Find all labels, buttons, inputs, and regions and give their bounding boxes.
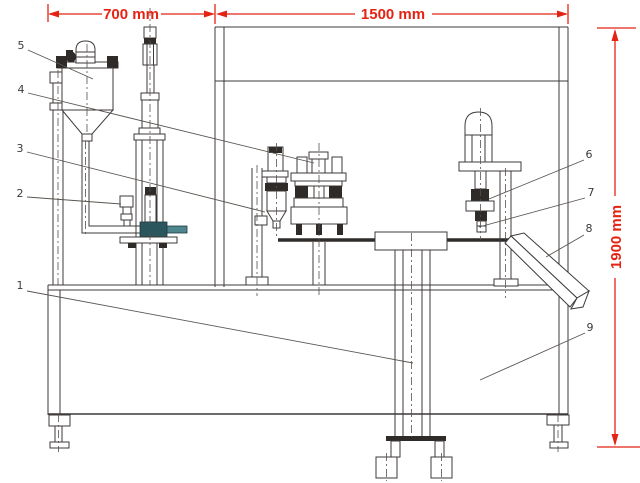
- callout-4: 4: [18, 83, 25, 96]
- dimension-1900mm: 1900 mm: [597, 27, 640, 448]
- hopper-body: [61, 67, 114, 111]
- dimension-label-700: 700 mm: [103, 6, 159, 23]
- machine-frame: [214, 26, 569, 415]
- callout-7: 7: [588, 186, 595, 199]
- dimension-700mm: 700 mm: [47, 4, 216, 24]
- agitator-motor: [66, 40, 96, 64]
- nozzle-station: [245, 143, 289, 296]
- filling-cylinder-station: [119, 8, 188, 285]
- callout-6: 6: [586, 148, 593, 161]
- machine-table: [47, 284, 570, 452]
- discharge-chute: [504, 232, 590, 310]
- filling-head-block: [139, 221, 168, 238]
- callout-labels: 1 2 3 4 5 6 7 8 9: [17, 39, 595, 334]
- callout-1: 1: [17, 279, 24, 292]
- hopper-station: [49, 40, 140, 285]
- right-foot: [546, 414, 570, 452]
- callout-8: 8: [586, 222, 593, 235]
- callout-2: 2: [17, 187, 24, 200]
- capping-motor: [464, 111, 493, 164]
- capping-station: [458, 108, 522, 298]
- dimension-label-1900: 1900 mm: [608, 205, 625, 269]
- callout-5: 5: [18, 39, 25, 52]
- capping-chuck: [465, 170, 495, 233]
- callout-leaders: [26, 49, 586, 381]
- dimension-label-1500: 1500 mm: [361, 6, 425, 23]
- indexing-turret: [290, 143, 348, 298]
- pedestal-stand: [374, 231, 453, 481]
- callout-3: 3: [17, 142, 24, 155]
- left-foot: [48, 414, 71, 452]
- dimension-1500mm: 1500 mm: [216, 4, 569, 24]
- callout-9: 9: [587, 321, 594, 334]
- dosing-valve: [119, 195, 134, 227]
